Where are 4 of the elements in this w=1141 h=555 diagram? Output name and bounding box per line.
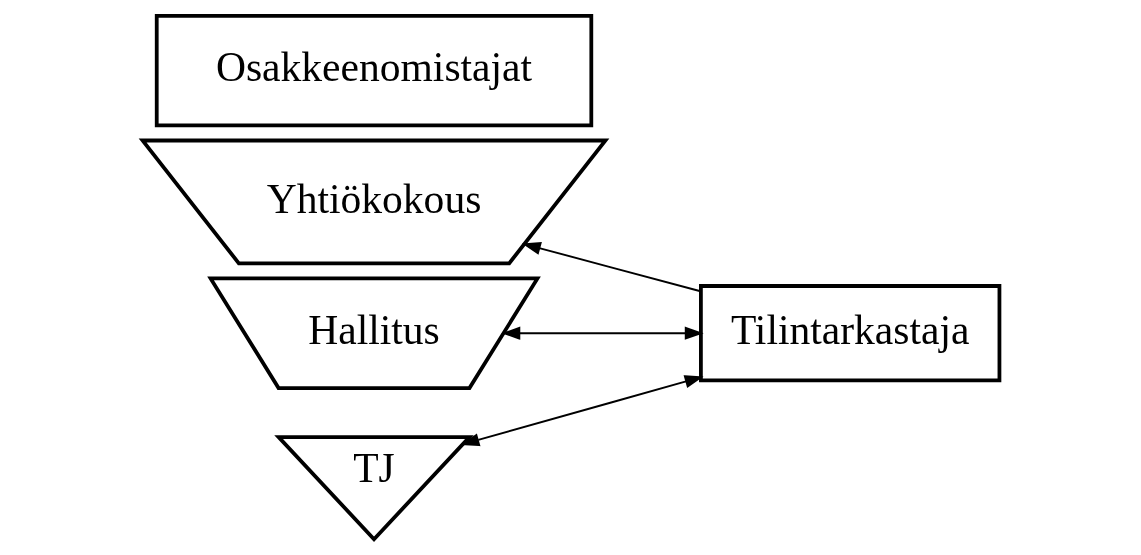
- node-box: Tilintarkastaja: [698, 284, 1001, 383]
- arrow: [521, 241, 701, 293]
- arrow: [500, 326, 704, 340]
- node-box: Osakkeenomistajat: [154, 13, 593, 128]
